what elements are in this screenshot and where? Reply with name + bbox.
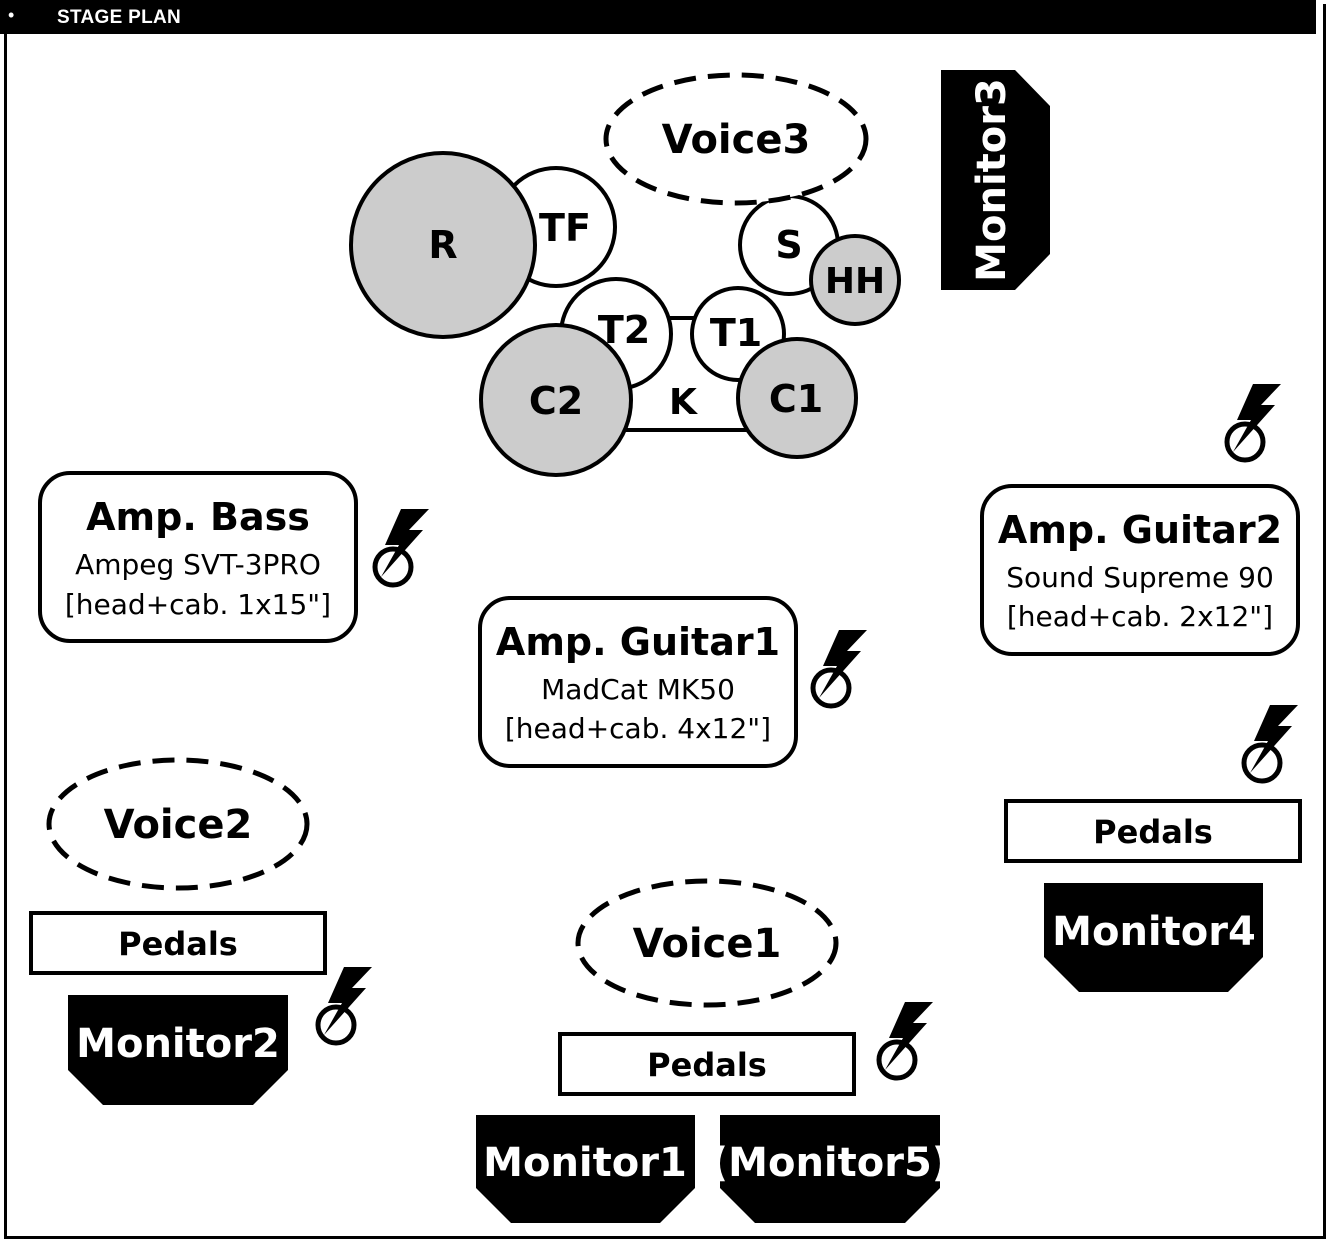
drum-label-kick: K (669, 382, 698, 423)
monitor2: Monitor2 (68, 995, 288, 1105)
power-outlet-icon (1244, 705, 1298, 781)
amp-guitar2-name: Amp. Guitar2 (998, 508, 1282, 552)
header-bar: • STAGE PLAN (0, 0, 1316, 34)
drum-label-snare: S (775, 223, 802, 267)
cymbal-ride (349, 151, 537, 339)
drum-label-tom-floor: TF (539, 206, 591, 250)
amp-bass-name: Amp. Bass (86, 495, 310, 539)
power-outlet-icon (318, 967, 372, 1043)
monitor5: (Monitor5) (710, 1115, 950, 1223)
drum-kit: R TF S HH T2 T1 C2 C1 K (349, 151, 901, 477)
pedals-right-label: Pedals (1093, 813, 1213, 851)
drum-label-crash2: C2 (529, 379, 583, 423)
drum-label-ride: R (428, 223, 457, 267)
drum-label-crash1: C1 (769, 377, 823, 421)
voice2-label: Voice2 (104, 802, 253, 848)
stage-plan-frame (4, 4, 1326, 1239)
monitor4: Monitor4 (1044, 883, 1263, 992)
amp-guitar1: Amp. Guitar1 MadCat MK50 [head+cab. 4x12… (478, 596, 798, 768)
amp-bass: Amp. Bass Ampeg SVT-3PRO [head+cab. 1x15… (38, 471, 358, 643)
power-outlet-icon (813, 630, 867, 706)
voice3-position: Voice3 (603, 72, 869, 206)
amp-guitar1-model: MadCat MK50 (541, 673, 735, 706)
voice3-label: Voice3 (662, 117, 811, 163)
voice2-position: Voice2 (46, 757, 310, 891)
monitor2-label: Monitor2 (76, 1021, 280, 1067)
power-outlet-icon (1227, 384, 1281, 460)
drum-label-tom1: T1 (710, 311, 762, 355)
amp-guitar1-name: Amp. Guitar1 (496, 620, 780, 664)
monitor3: Monitor3 (941, 70, 1050, 290)
amp-bass-model: Ampeg SVT-3PRO (75, 548, 321, 581)
drum-label-tom2: T2 (598, 308, 650, 352)
bullet-icon: • (8, 5, 15, 25)
pedals-left: Pedals (29, 911, 327, 975)
cymbal-crash1 (736, 337, 858, 459)
amp-guitar2-spec: [head+cab. 2x12"] (1007, 600, 1273, 633)
page-title: STAGE PLAN (57, 7, 182, 28)
monitor4-label: Monitor4 (1052, 909, 1256, 955)
drum-label-hihat: HH (825, 261, 885, 302)
monitor5-label: (Monitor5) (710, 1140, 950, 1186)
cymbal-hihat (809, 234, 901, 326)
amp-guitar1-spec: [head+cab. 4x12"] (505, 712, 771, 745)
monitor3-label: Monitor3 (969, 78, 1015, 282)
monitor1: Monitor1 (476, 1115, 695, 1223)
pedals-left-label: Pedals (118, 925, 238, 963)
cymbal-crash2 (479, 323, 633, 477)
pedals-right: Pedals (1004, 799, 1302, 863)
amp-bass-spec: [head+cab. 1x15"] (65, 588, 331, 621)
voice1-position: Voice1 (575, 878, 839, 1008)
pedals-center-label: Pedals (647, 1046, 767, 1084)
pedals-center: Pedals (558, 1032, 856, 1096)
power-outlet-icon (375, 509, 429, 585)
amp-guitar2: Amp. Guitar2 Sound Supreme 90 [head+cab.… (980, 484, 1300, 656)
power-outlet-icon (879, 1002, 933, 1078)
monitor1-label: Monitor1 (483, 1140, 687, 1186)
voice1-label: Voice1 (633, 921, 782, 967)
amp-guitar2-model: Sound Supreme 90 (1006, 561, 1274, 594)
